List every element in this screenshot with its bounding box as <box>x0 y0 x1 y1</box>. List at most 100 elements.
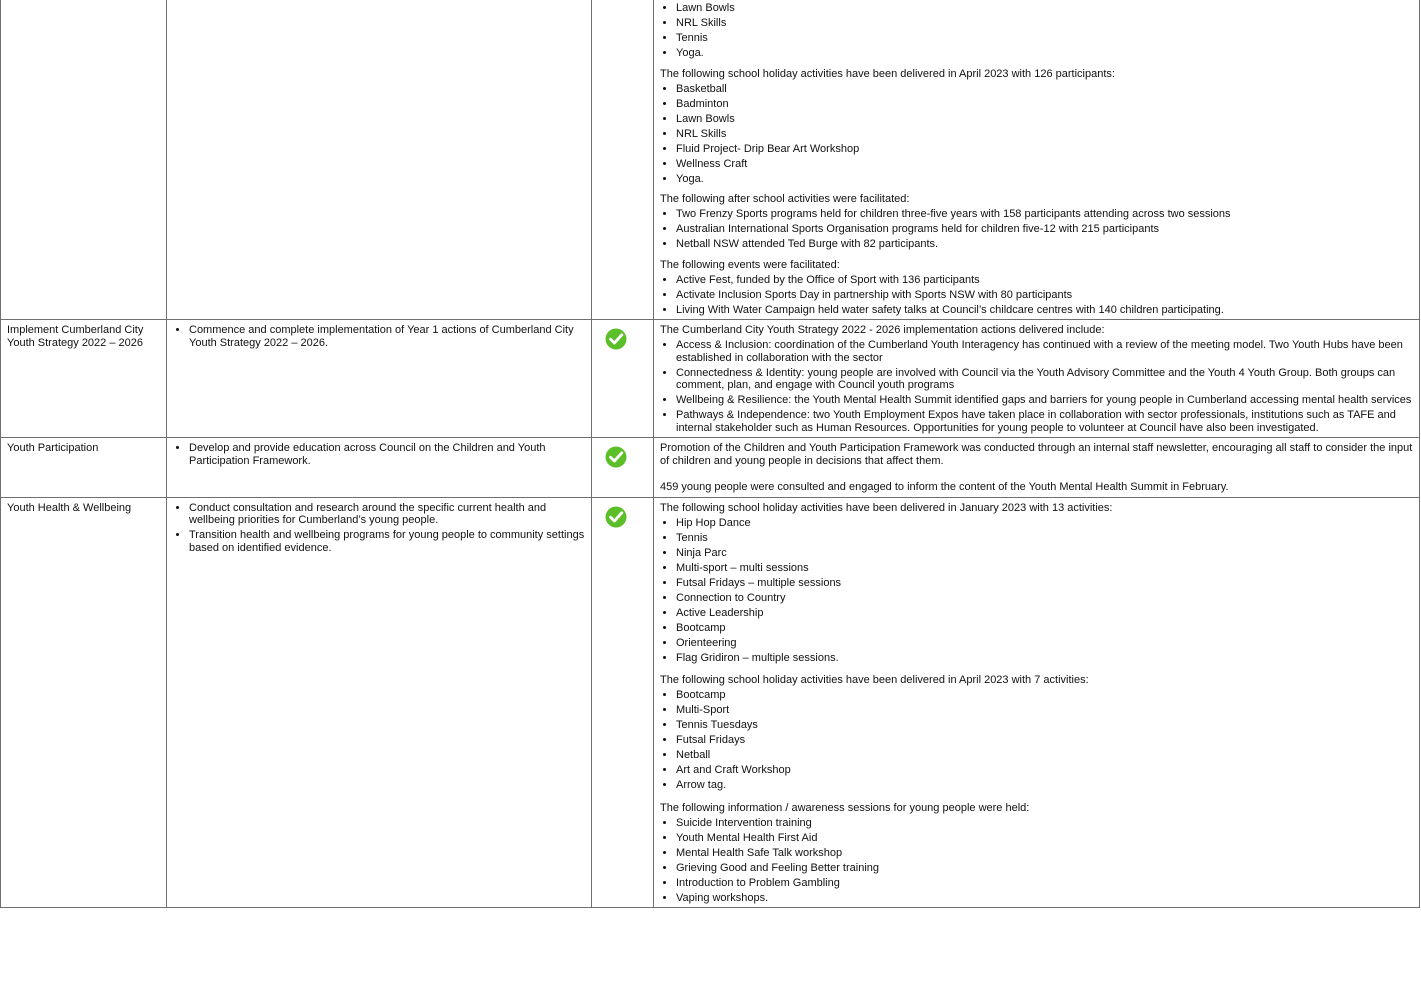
green-checkmark-icon <box>605 506 627 528</box>
action-cell: Conduct consultation and research around… <box>166 496 592 908</box>
outcome-block: The Cumberland City Youth Strategy 2022 … <box>660 324 1417 434</box>
outcome-block: The following after school activities we… <box>660 193 1417 251</box>
list-item: NRL Skills <box>676 128 1417 141</box>
list-item: Wellness Craft <box>676 158 1417 171</box>
table-row: based on identified evidence. Art-Paintin… <box>0 0 1420 320</box>
list-item: Two Frenzy Sports programs held for chil… <box>676 208 1417 221</box>
outcome-block: The following school holiday activities … <box>660 502 1417 665</box>
action-item: Conduct consultation and research around… <box>189 502 589 527</box>
outcome-list: Two Frenzy Sports programs held for chil… <box>660 208 1417 251</box>
list-item: Introduction to Problem Gambling <box>676 877 1417 890</box>
table-row: Implement Cumberland City Youth Strategy… <box>0 319 1420 438</box>
status-cell <box>591 0 654 320</box>
outcome-intro: The following school holiday activities … <box>660 501 1113 514</box>
outcome-intro: The Cumberland City Youth Strategy 2022 … <box>660 324 1105 336</box>
table-row: Youth Participation Develop and provide e… <box>0 437 1420 498</box>
outcome-cell: Promotion of the Children and Youth Part… <box>653 437 1420 498</box>
list-item: Active Fest, funded by the Office of Spo… <box>676 274 1417 287</box>
list-item: Multi-sport – multi sessions <box>676 562 1417 575</box>
action-item: Commence and complete implementation of … <box>189 324 589 349</box>
outcome-intro: The following school holiday activities … <box>660 674 1089 686</box>
action-list: Conduct consultation and research around… <box>173 502 589 555</box>
green-checkmark-icon <box>605 328 627 350</box>
status-cell <box>591 496 654 908</box>
outcome-intro: The following events were facilitated: <box>660 258 840 271</box>
action-item: Transition health and wellbeing programs… <box>189 529 589 554</box>
report-table-body: based on identified evidence. Art-Paintin… <box>0 0 1420 908</box>
outcome-list: Art-Painting on Canvas WorkshopLawn Bowl… <box>660 0 1417 60</box>
outcome-list: Suicide Intervention trainingYouth Menta… <box>660 817 1417 905</box>
list-item: Netball <box>676 749 1417 762</box>
aim-cell: Youth Health & Wellbeing <box>0 496 167 908</box>
list-item: Australian International Sports Organisa… <box>676 223 1417 236</box>
table-row: Youth Health & Wellbeing Conduct consulta… <box>0 496 1420 908</box>
outcome-block: The following school holiday activities … <box>660 68 1417 186</box>
list-item: Bootcamp <box>676 689 1417 702</box>
list-item: Tennis <box>676 32 1417 45</box>
list-item: Lawn Bowls <box>676 2 1417 15</box>
aim-cell: Implement Cumberland City Youth Strategy… <box>0 319 167 438</box>
outcome-intro: The following information / awareness se… <box>660 801 1030 814</box>
outcome-list: Hip Hop DanceTennisNinja ParcMulti-sport… <box>660 517 1417 665</box>
list-item: Pathways & Independence: two Youth Emplo… <box>676 409 1417 434</box>
outcome-list: Active Fest, funded by the Office of Spo… <box>660 274 1417 317</box>
aim-cell <box>0 0 167 320</box>
outcome-list: Access & Inclusion: coordination of the … <box>660 339 1417 434</box>
outcome-cell: The Cumberland City Youth Strategy 2022 … <box>653 319 1420 438</box>
action-cell: Commence and complete implementation of … <box>166 319 592 438</box>
list-item: Vaping workshops. <box>676 892 1417 905</box>
action-cell: based on identified evidence. <box>166 0 592 320</box>
list-item: Lawn Bowls <box>676 113 1417 126</box>
list-item: Badminton <box>676 98 1417 111</box>
list-item: Futsal Fridays <box>676 734 1417 747</box>
list-item: Connection to Country <box>676 592 1417 605</box>
outcome-block: Art-Painting on Canvas WorkshopLawn Bowl… <box>660 0 1417 60</box>
outcome-intro: The following after school activities we… <box>660 193 910 205</box>
progress-report-table: based on identified evidence. Art-Paintin… <box>0 0 1420 908</box>
outcome-intro: The following school holiday activities … <box>660 67 1115 80</box>
list-item: Activate Inclusion Sports Day in partner… <box>676 289 1417 302</box>
aim-label: Youth Participation <box>7 442 99 454</box>
outcome-cell: Art-Painting on Canvas WorkshopLawn Bowl… <box>653 0 1420 320</box>
list-item: Tennis <box>676 532 1417 545</box>
outcome-block: The following information / awareness se… <box>660 802 1417 905</box>
list-item: Living With Water Campaign held water sa… <box>676 304 1417 317</box>
outcome-list: BootcampMulti-SportTennis TuesdaysFutsal… <box>660 689 1417 792</box>
aim-label: Youth Health & Wellbeing <box>7 501 132 514</box>
outcome-paragraph: Promotion of the Children and Youth Part… <box>660 442 1413 467</box>
list-item: Access & Inclusion: coordination of the … <box>676 339 1417 364</box>
aim-label: Implement Cumberland City Youth Strategy… <box>7 324 144 349</box>
green-checkmark-icon <box>605 446 627 468</box>
list-item: Yoga. <box>676 173 1417 186</box>
aim-cell: Youth Participation <box>0 437 167 498</box>
list-item: Youth Mental Health First Aid <box>676 832 1417 845</box>
list-item: Basketball <box>676 83 1417 96</box>
list-item: Netball NSW attended Ted Burge with 82 p… <box>676 238 1417 251</box>
list-item: Futsal Fridays – multiple sessions <box>676 577 1417 590</box>
list-item: Multi-Sport <box>676 704 1417 717</box>
outcome-list: BasketballBadmintonLawn BowlsNRL SkillsF… <box>660 83 1417 186</box>
list-item: Orienteering <box>676 637 1417 650</box>
outcome-cell: The following school holiday activities … <box>653 496 1420 908</box>
list-item: Tennis Tuesdays <box>676 719 1417 732</box>
list-item: Flag Gridiron – multiple sessions. <box>676 652 1417 665</box>
action-list: Develop and provide education across Cou… <box>173 442 589 467</box>
action-item: Develop and provide education across Cou… <box>189 442 589 467</box>
list-item: Grieving Good and Feeling Better trainin… <box>676 862 1417 875</box>
list-item: Fluid Project- Drip Bear Art Workshop <box>676 143 1417 156</box>
list-item: Art and Craft Workshop <box>676 764 1417 777</box>
list-item: Active Leadership <box>676 607 1417 620</box>
status-cell <box>591 437 654 498</box>
list-item: Suicide Intervention training <box>676 817 1417 830</box>
list-item: Hip Hop Dance <box>676 517 1417 530</box>
action-cell: Develop and provide education across Cou… <box>166 437 592 498</box>
list-item: Yoga. <box>676 47 1417 60</box>
outcome-block: The following school holiday activities … <box>660 674 1417 792</box>
outcome-block: The following events were facilitated: Ac… <box>660 259 1417 317</box>
action-list: Commence and complete implementation of … <box>173 324 589 349</box>
list-item: Bootcamp <box>676 622 1417 635</box>
list-item: Ninja Parc <box>676 547 1417 560</box>
list-item: Connectedness & Identity: young people a… <box>676 367 1417 392</box>
list-item: NRL Skills <box>676 17 1417 30</box>
